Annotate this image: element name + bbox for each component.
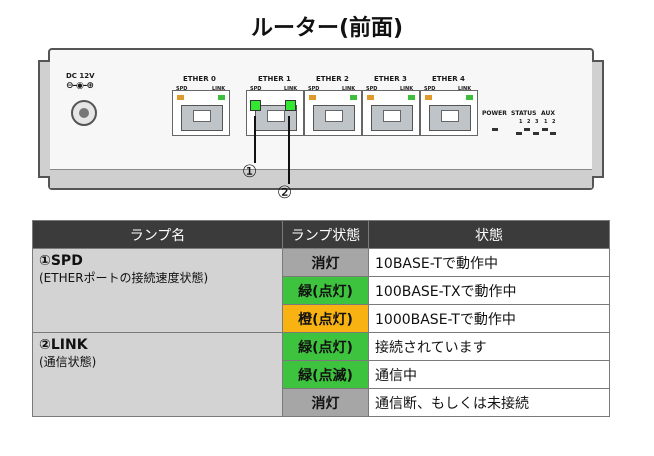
lamp-state-cell: 消灯 xyxy=(282,248,369,277)
lamp-name-cell: ②LINK (通信状態) xyxy=(32,332,283,417)
lamp-state-cell: 緑(点滅) xyxy=(282,360,369,389)
page-title: ルーター(前面) xyxy=(250,16,404,41)
table-row: 緑(点滅) 通信中 xyxy=(33,360,610,389)
state-cell: 接続されています xyxy=(368,332,610,361)
table-row: ①SPD (ETHERポートの接続速度状態) 消灯 10BASE-Tで動作中 xyxy=(32,248,610,333)
status-label: STATUS xyxy=(511,110,537,117)
aux-label: AUX xyxy=(541,110,555,117)
power-led xyxy=(492,128,498,131)
link-led-highlight xyxy=(285,100,296,111)
status-num: 2 xyxy=(552,119,556,125)
header-lamp-state: ランプ状態 xyxy=(282,220,369,249)
callout-spd: ① xyxy=(242,162,258,182)
table-row: 消灯 通信断、もしくは未接続 xyxy=(33,388,610,417)
port-label: ETHER 0 xyxy=(183,75,216,83)
dc-polarity-icon: ⊖–◉–⊕ xyxy=(66,81,94,91)
table-row: 橙(点灯) 1000BASE-Tで動作中 xyxy=(33,304,610,333)
ether-port xyxy=(246,90,304,136)
status-led xyxy=(524,128,530,131)
port-label: ETHER 2 xyxy=(316,75,349,83)
header-state: 状態 xyxy=(368,220,610,249)
lamp-state-cell: 橙(点灯) xyxy=(282,304,369,333)
link-label: LINK xyxy=(400,86,414,92)
table-row: ②LINK (通信状態) 緑(点灯) 接続されています xyxy=(32,332,610,417)
power-label: POWER xyxy=(482,110,507,117)
ether-port xyxy=(304,90,362,136)
lamp-state-cell: 消灯 xyxy=(282,388,369,417)
ether-port xyxy=(362,90,420,136)
port-label: ETHER 1 xyxy=(258,75,291,83)
aux-led xyxy=(550,132,556,135)
lamp-name-cell: ①SPD (ETHERポートの接続速度状態) xyxy=(32,248,283,333)
callout-link: ② xyxy=(277,183,293,203)
lamp-name: ②LINK xyxy=(39,337,88,353)
table-header-row: ランプ名 ランプ状態 状態 xyxy=(32,220,610,249)
header-lamp-name: ランプ名 xyxy=(32,220,283,249)
right-mount-ear xyxy=(592,60,604,178)
status-num: 2 xyxy=(527,119,531,125)
state-cell: 100BASE-TXで動作中 xyxy=(368,276,610,305)
link-label: LINK xyxy=(342,86,356,92)
callout-line-link xyxy=(288,116,290,184)
port-label: ETHER 4 xyxy=(432,75,465,83)
status-led xyxy=(533,132,539,135)
status-led xyxy=(516,132,522,135)
ether-port xyxy=(420,90,478,136)
router-front-panel: DC 12V ⊖–◉–⊕ ETHER 0 ETHER 1 ETHER 2 ETH… xyxy=(38,48,604,190)
state-cell: 1000BASE-Tで動作中 xyxy=(368,304,610,333)
ether-port xyxy=(172,90,230,136)
spd-label: SPD xyxy=(250,86,262,92)
callout-line-spd xyxy=(254,116,256,163)
spd-label: SPD xyxy=(176,86,188,92)
link-label: LINK xyxy=(458,86,472,92)
dc-label: DC 12V xyxy=(66,72,95,80)
lamp-state-cell: 緑(点灯) xyxy=(282,276,369,305)
status-num: 1 xyxy=(544,119,548,125)
spd-label: SPD xyxy=(366,86,378,92)
port-label: ETHER 3 xyxy=(374,75,407,83)
lamp-name-sub: (通信状態) xyxy=(39,355,97,369)
spd-led-highlight xyxy=(250,100,261,111)
state-cell: 通信中 xyxy=(368,360,610,389)
spd-label: SPD xyxy=(424,86,436,92)
table-row: 緑(点灯) 100BASE-TXで動作中 xyxy=(33,276,610,305)
status-num: 1 xyxy=(519,119,523,125)
state-cell: 通信断、もしくは未接続 xyxy=(368,388,610,417)
dc-power-jack xyxy=(71,100,97,126)
lamp-name-sub: (ETHERポートの接続速度状態) xyxy=(39,271,209,285)
link-label: LINK xyxy=(284,86,298,92)
panel-base xyxy=(50,169,592,188)
left-mount-ear xyxy=(38,60,50,178)
status-num: 3 xyxy=(535,119,539,125)
lamp-state-cell: 緑(点灯) xyxy=(282,332,369,361)
spd-label: SPD xyxy=(308,86,320,92)
state-cell: 10BASE-Tで動作中 xyxy=(368,248,610,277)
lamp-name: ①SPD xyxy=(39,253,83,269)
lamp-status-table: ランプ名 ランプ状態 状態 ①SPD (ETHERポートの接続速度状態) 消灯 … xyxy=(32,220,610,417)
aux-led xyxy=(542,128,548,131)
link-label: LINK xyxy=(212,86,226,92)
